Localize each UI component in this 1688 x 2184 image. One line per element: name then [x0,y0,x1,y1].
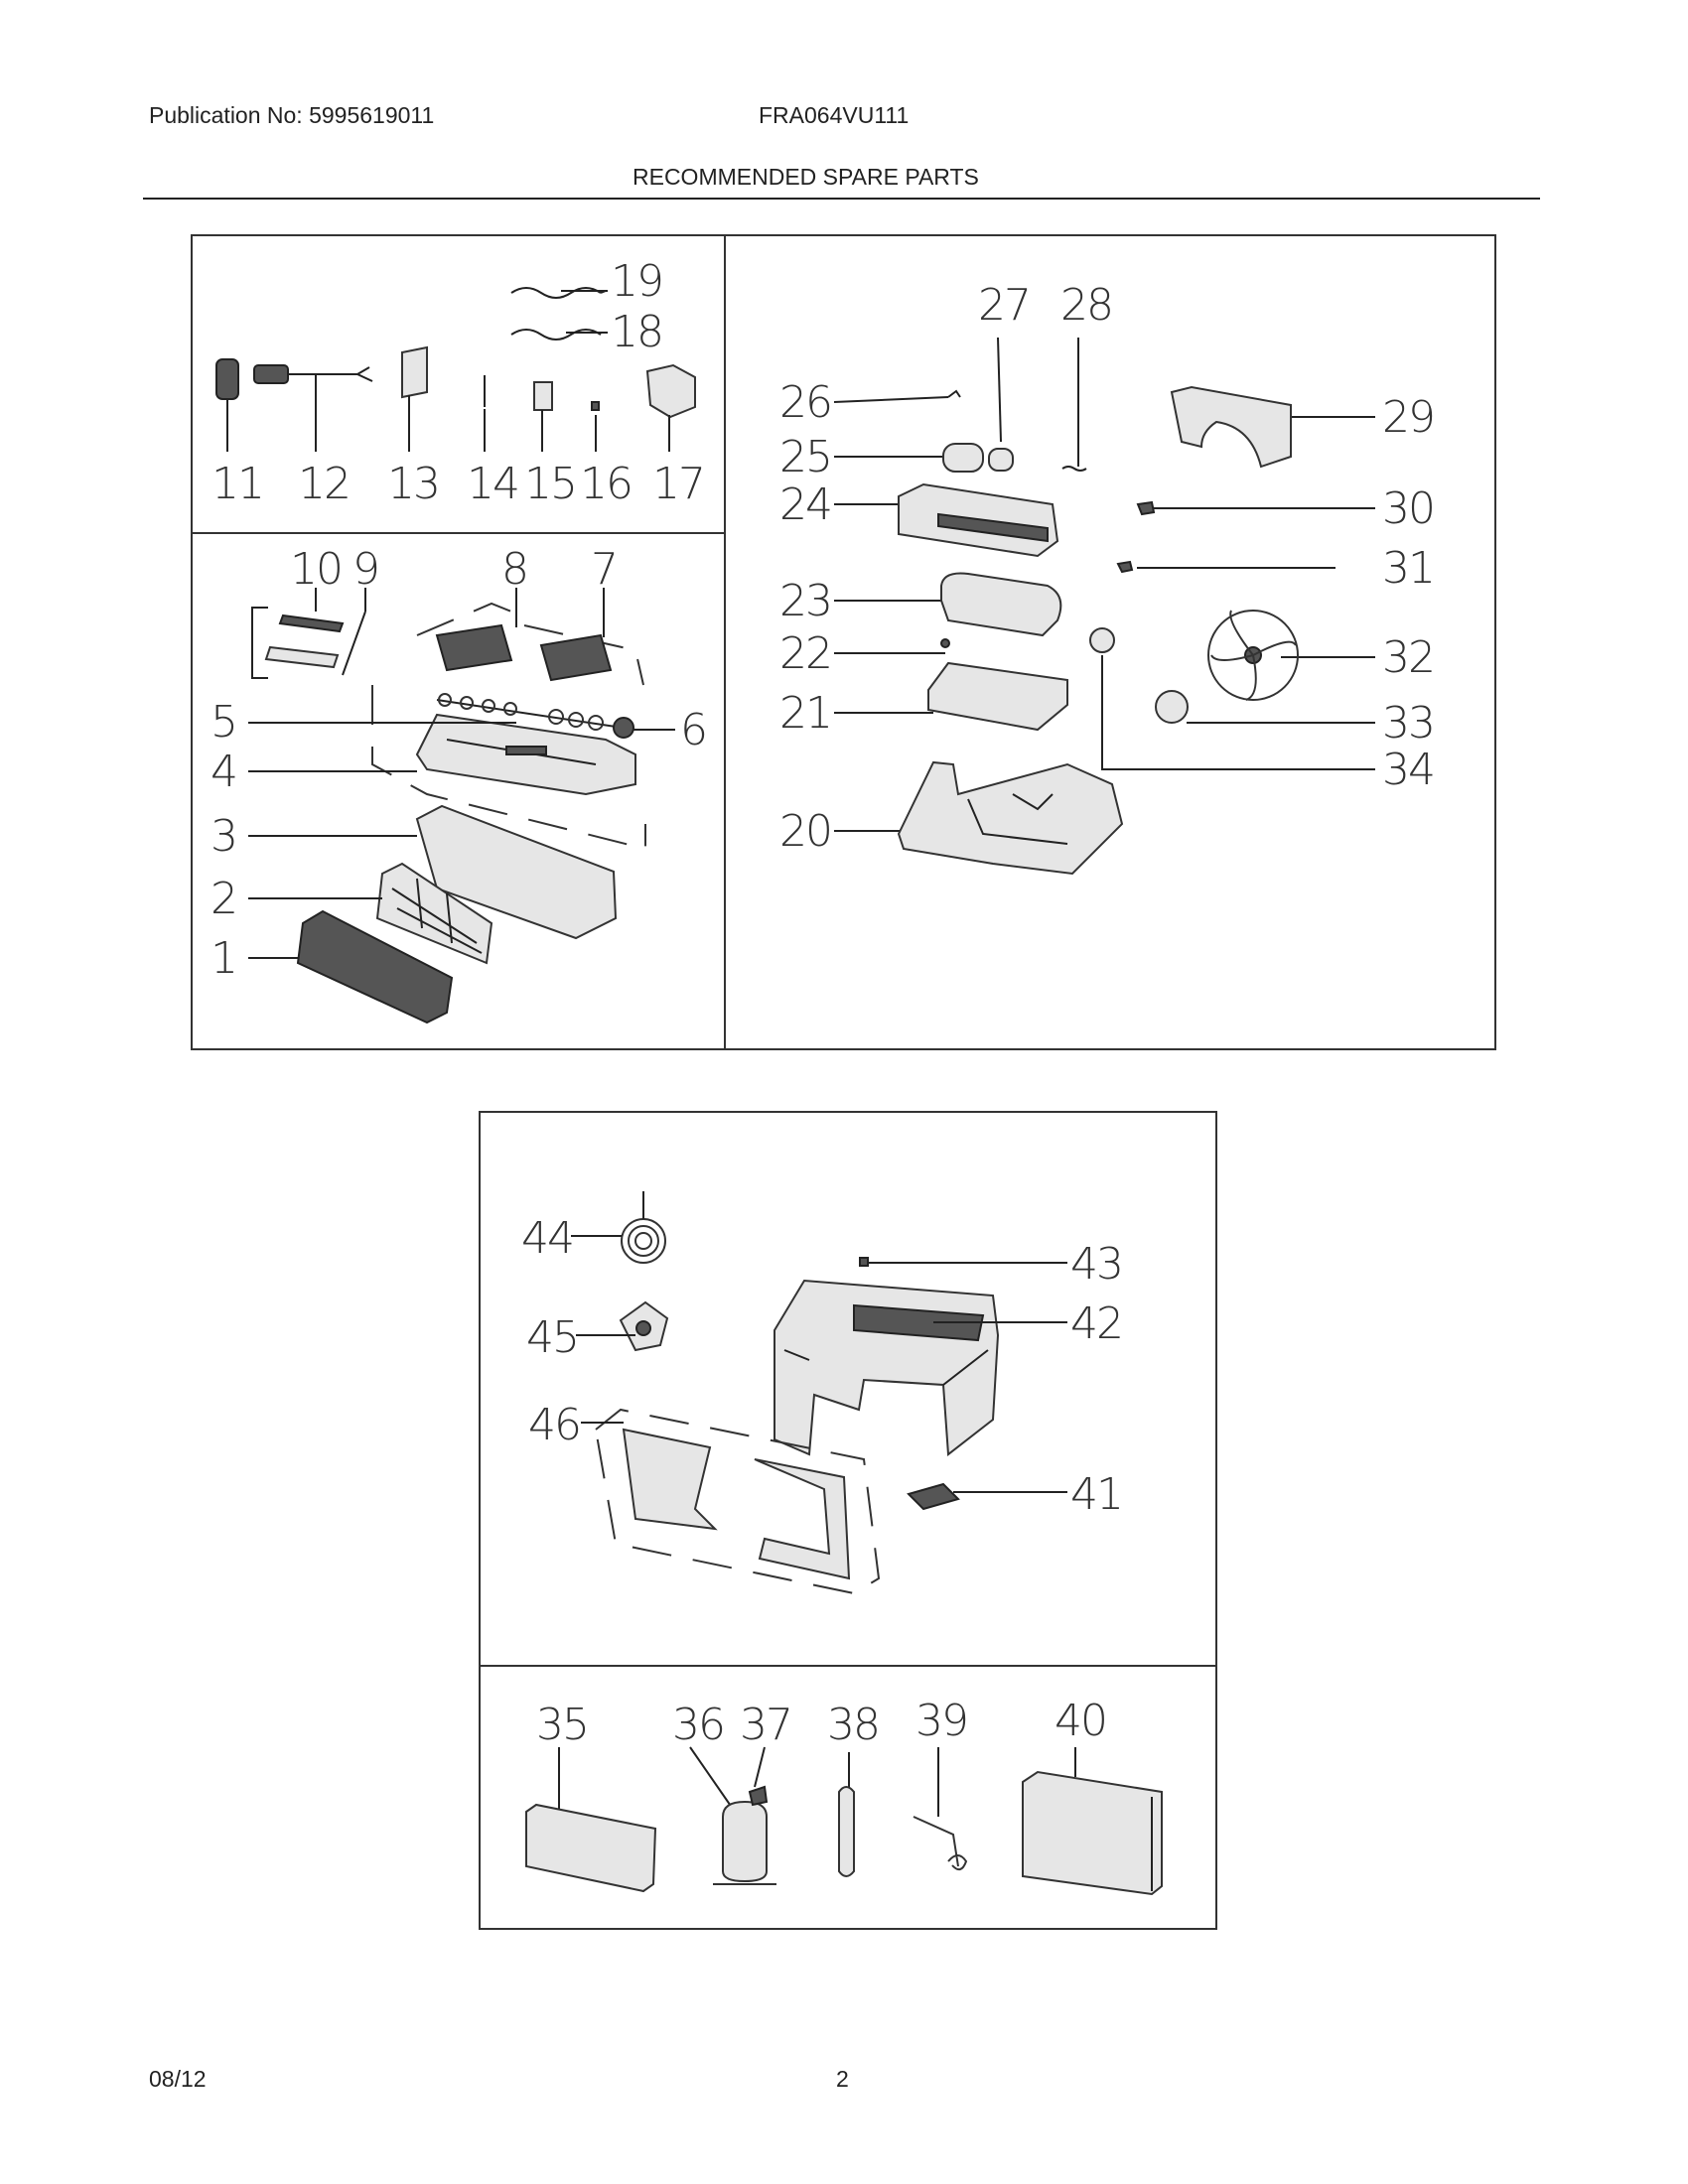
condenser-motor-icon [1155,690,1189,724]
callout-1: 1 [211,933,236,984]
capillary-tube-icon [913,1816,968,1871]
callout-2: 2 [211,874,236,924]
callout-46: 46 [528,1400,580,1450]
cabinet-group: 44 45 46 43 42 41 [521,1191,1124,1595]
callout-23: 23 [779,576,831,626]
drier-icon [838,1786,855,1877]
callout-26: 26 [779,377,831,428]
switch-box-icon [645,363,696,419]
callout-15: 15 [524,459,576,509]
callout-24: 24 [779,479,831,530]
callout-11: 11 [211,459,263,509]
callout-36: 36 [672,1700,724,1750]
callout-20: 20 [779,806,831,857]
callout-9: 9 [352,544,378,595]
fan-blade-icon [1207,610,1299,701]
power-plug-icon [253,364,289,384]
callout-39: 39 [915,1696,967,1746]
callout-21: 21 [779,688,831,739]
callout-31: 31 [1382,543,1434,594]
fan-motor-icon [940,572,1062,637]
remote-control-icon [215,358,239,400]
callout-18: 18 [611,307,662,357]
side-curtain-left-icon [622,1428,718,1531]
air-filter-icon [375,862,493,965]
footer-date: 08/12 [149,2066,207,2092]
callout-40: 40 [1055,1696,1106,1746]
refrigerant-coil-icon [621,1191,666,1264]
mounting-bracket-icon [907,1482,960,1511]
callout-19: 19 [611,256,662,307]
display-board-icon [533,381,553,411]
callout-22: 22 [779,628,831,679]
control-board-bracket-icon [401,345,428,399]
footer-page-number: 2 [836,2066,849,2092]
base-pan-icon [897,760,1124,876]
callout-6: 6 [680,705,706,755]
evaporator-icon [525,1803,657,1893]
header-rule [143,198,1540,200]
callout-37: 37 [740,1700,791,1750]
refrigeration-group: 35 36 37 38 39 40 [525,1696,1163,1896]
callout-42: 42 [1070,1298,1122,1349]
callout-38: 38 [827,1700,879,1750]
front-grille-icon [296,909,454,1024]
callout-14: 14 [467,459,518,509]
motor-mount-icon [927,661,1068,732]
page-title: RECOMMENDED SPARE PARTS [633,164,979,190]
callout-3: 3 [211,811,236,862]
callout-16: 16 [580,459,632,509]
callout-17: 17 [652,459,704,509]
side-curtain-right-icon [754,1458,851,1580]
callout-5: 5 [211,697,236,748]
callout-12: 12 [298,459,350,509]
condenser-icon [1022,1770,1163,1896]
callout-13: 13 [387,459,439,509]
louver-left-icon [435,623,513,672]
callout-32: 32 [1382,632,1434,683]
callout-30: 30 [1382,483,1434,534]
callout-43: 43 [1070,1239,1122,1290]
thermostat-icon [1089,627,1115,653]
callout-34: 34 [1382,745,1434,795]
capacitor-icon [942,443,984,473]
callout-35: 35 [536,1700,588,1750]
callout-4: 4 [211,747,236,797]
callout-29: 29 [1382,392,1434,443]
shroud-icon [1170,385,1292,469]
callout-41: 41 [1070,1469,1122,1520]
callout-45: 45 [526,1312,578,1363]
accessories-group: 19 18 11 12 13 14 15 16 17 [211,256,706,509]
blower-shaft-icon [438,693,634,739]
callout-10: 10 [290,544,342,595]
callout-27: 27 [978,280,1030,331]
lower-panel-frames [479,1111,1217,1930]
callout-44: 44 [521,1213,573,1264]
callout-25: 25 [779,432,831,482]
publication-number: Publication No: 5995619011 [149,102,435,128]
chassis-group: 27 28 26 25 24 23 22 21 20 29 30 31 32 3… [779,280,1436,876]
louver-right-icon [539,633,613,682]
callout-33: 33 [1382,698,1434,749]
callout-7: 7 [591,544,617,595]
callout-8: 8 [501,544,527,595]
model-number: FRA064VU111 [759,102,910,128]
front-panel-group: 10 9 8 7 6 5 4 3 2 1 [211,544,708,1024]
upper-panel-frames [191,234,1496,1050]
callout-28: 28 [1060,280,1112,331]
compressor-icon [713,1785,776,1885]
